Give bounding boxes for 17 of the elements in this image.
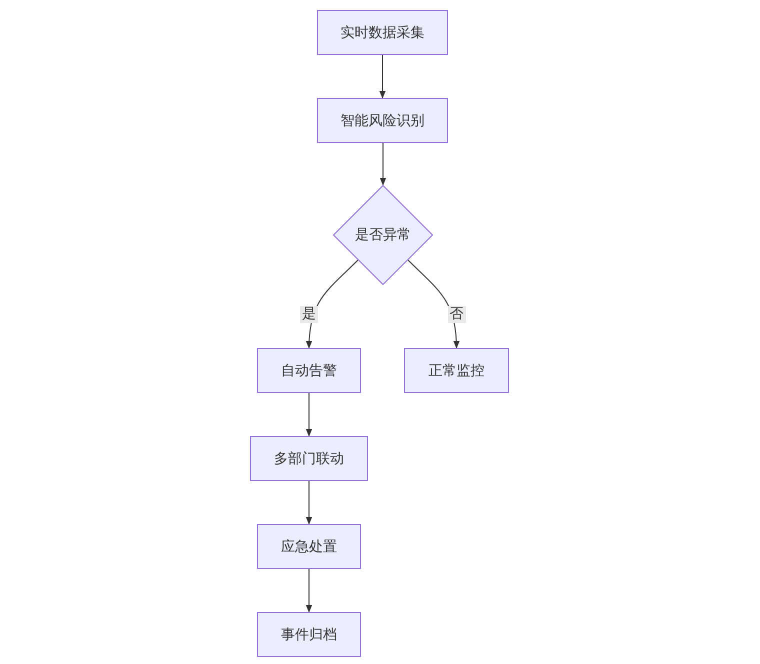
process-box: 事件归档	[257, 612, 361, 657]
edge-label: 是	[300, 306, 318, 322]
process-box: 实时数据采集	[317, 10, 448, 55]
arrow	[306, 480, 312, 525]
process-box: 自动告警	[257, 348, 361, 393]
arrow	[306, 392, 312, 437]
process-box: 智能风险识别	[317, 98, 448, 143]
arrow	[306, 260, 358, 349]
process-box: 正常监控	[404, 348, 509, 393]
arrow	[306, 568, 312, 613]
process-box: 应急处置	[257, 524, 361, 569]
edge-label: 否	[448, 306, 466, 322]
arrow	[380, 142, 386, 186]
arrow	[408, 260, 460, 349]
process-box: 多部门联动	[250, 436, 368, 481]
arrow	[379, 54, 386, 99]
decision-diamond: 是否异常	[333, 185, 433, 285]
